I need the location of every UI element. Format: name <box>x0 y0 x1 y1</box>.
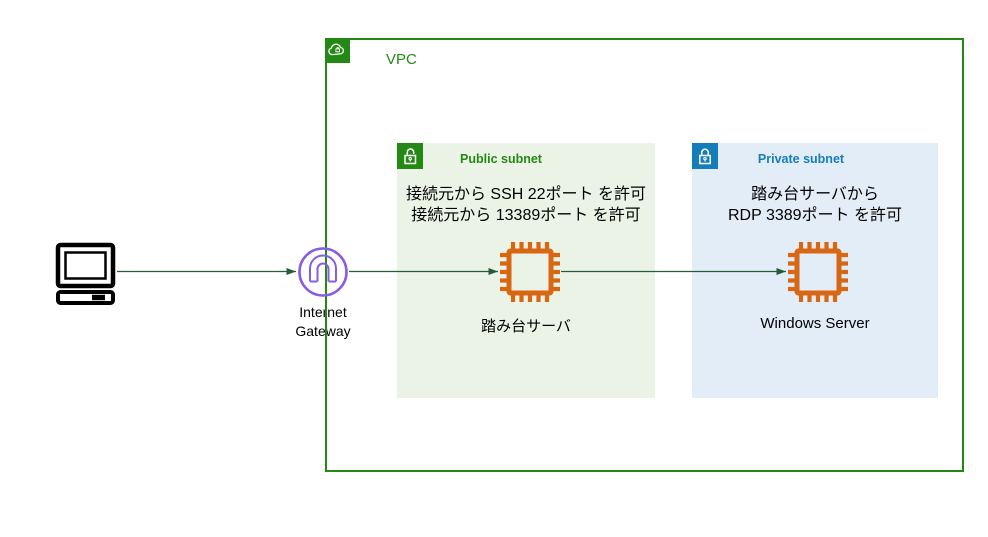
ec2-chip-icon <box>499 241 561 303</box>
rule-line: 接続元から SSH 22ポート を許可 <box>405 186 647 203</box>
vpc-cloud-icon <box>325 38 350 63</box>
internet-gateway-icon <box>297 246 349 298</box>
private-subnet: Private subnet 踏み台サーバから RDP 3389ポート を許可 … <box>692 143 938 398</box>
rule-line: 接続元から 13389ポート を許可 <box>411 207 641 224</box>
public-subnet-label: Public subnet <box>460 152 542 166</box>
ec2-chip-icon <box>787 241 849 303</box>
rule-line: RDP 3389ポート を許可 <box>728 207 902 224</box>
open-padlock-icon <box>397 143 423 169</box>
public-subnet: Public subnet 接続元から SSH 22ポート を許可 接続元から … <box>397 143 655 398</box>
rule-line: 踏み台サーバから <box>751 186 879 203</box>
bastion-server-label: 踏み台サーバ <box>481 318 571 335</box>
private-subnet-label: Private subnet <box>757 152 845 166</box>
private-subnet-rules: 踏み台サーバから RDP 3389ポート を許可 <box>692 184 938 226</box>
internet-gateway-label: Internet Gateway <box>295 304 351 339</box>
public-subnet-rules: 接続元から SSH 22ポート を許可 接続元から 13389ポート を許可 <box>397 184 655 226</box>
windows-server-label: Windows Server <box>760 315 870 332</box>
desktop-computer-icon <box>55 242 117 305</box>
vpc-label: VPC <box>386 51 417 68</box>
closed-padlock-icon <box>692 143 718 169</box>
